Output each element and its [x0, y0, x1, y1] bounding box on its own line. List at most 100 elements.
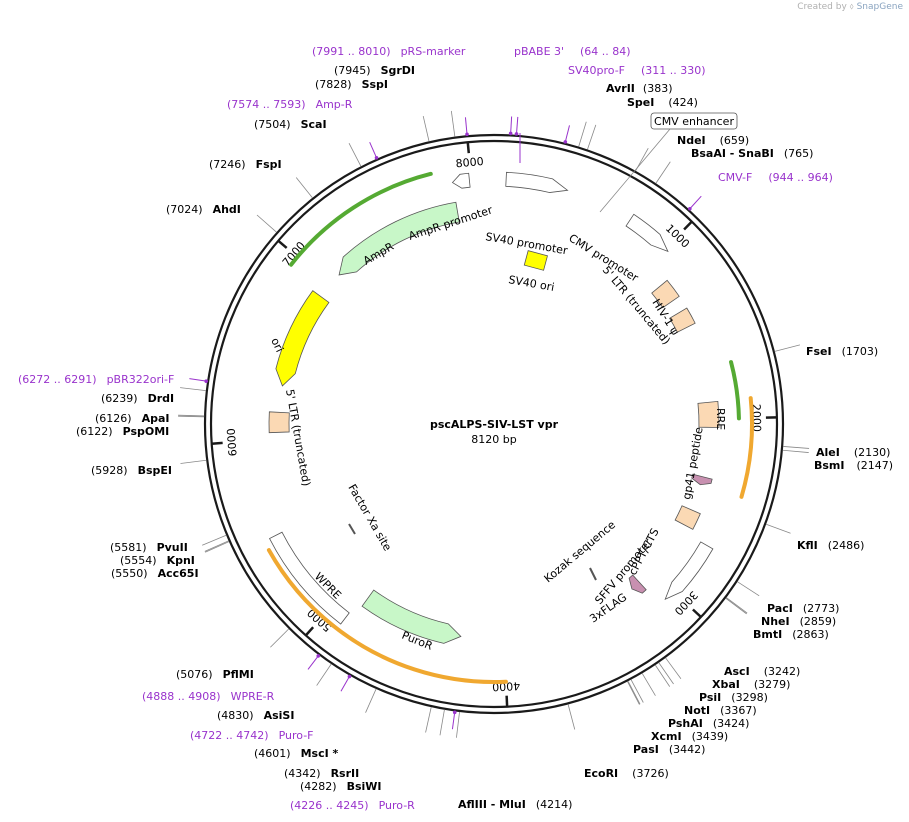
site-label-alei[interactable]: AleI(2130) [816, 446, 890, 459]
site-leader-msci [365, 688, 377, 713]
feature-puror-9[interactable] [361, 589, 462, 644]
primer-label-puro-f[interactable]: (4722 .. 4742)Puro-F [190, 729, 314, 742]
site-leader-pspomi [178, 415, 205, 418]
site-label-paci[interactable]: PacI(2773) [767, 602, 839, 615]
svg-text:FseI(1703): FseI(1703) [806, 345, 878, 358]
primer-label-pbr322ori-f[interactable]: (6272 .. 6291)pBR322ori-F [18, 373, 174, 386]
site-label-spei[interactable]: SpeI(424) [627, 96, 698, 109]
site-label-bsiwi[interactable]: (4282)BsiWI [300, 780, 382, 793]
svg-text:(5928)BspEI: (5928)BspEI [91, 464, 172, 477]
primer-label-puro-r[interactable]: (4226 .. 4245)Puro-R [290, 799, 415, 812]
site-label-pshai[interactable]: PshAI(3424) [668, 717, 749, 730]
primer-label-cmv-f[interactable]: CMV-F(944 .. 964) [718, 171, 833, 184]
svg-text:(7991 .. 8010)pRS-marker: (7991 .. 8010)pRS-marker [312, 45, 466, 58]
feature-label-sv40-promoter: SV40 promoter [484, 230, 569, 257]
feature-5-ltr-truncated-2[interactable] [651, 279, 680, 309]
site-label-bsaai-snabi[interactable]: BsaAI - SnaBI(765) [691, 147, 813, 160]
site-label-sgrdi[interactable]: (7945)SgrDI [334, 64, 415, 77]
site-label-bspei[interactable]: (5928)BspEI [91, 464, 172, 477]
site-label-drdi[interactable]: (6239)DrdI [101, 392, 174, 405]
primer-mark-prs-marker [465, 132, 469, 137]
site-leader-ecori [567, 704, 576, 730]
site-label-bmti[interactable]: BmtI(2863) [753, 628, 829, 641]
svg-text:PacI(2773): PacI(2773) [767, 602, 839, 615]
site-label-asisi[interactable]: (4830)AsiSI [217, 709, 294, 722]
site-leader-avrii [578, 121, 587, 147]
site-label-pspomi[interactable]: (6122)PspOMI [76, 425, 169, 438]
site-label-ecori[interactable]: EcoRI(3726) [584, 767, 669, 780]
site-label-avrii[interactable]: AvrII(383) [606, 82, 673, 95]
feature-5-ltr-truncated-11[interactable] [268, 411, 290, 434]
site-leader-kfli [765, 523, 791, 534]
primer-label-wpre-r[interactable]: (4888 .. 4908)WPRE-R [142, 690, 275, 703]
credit-brand: SnapGene [856, 2, 903, 12]
site-leader-sgrdi [450, 110, 456, 137]
svg-text:(6126)ApaI: (6126)ApaI [95, 412, 169, 425]
site-label-pvuii[interactable]: (5581)PvuII [110, 541, 188, 554]
site-leader-pflmi [270, 628, 290, 648]
callout-box [650, 112, 738, 130]
feature-label-ori: ori [268, 336, 286, 354]
site-leader-noti [641, 673, 656, 696]
site-label-fspi[interactable]: (7246)FspI [209, 158, 282, 171]
tick-3000 [692, 608, 702, 618]
site-label-scai[interactable]: (7504)ScaI [254, 118, 327, 131]
site-label-bsmi[interactable]: BsmI(2147) [814, 459, 893, 472]
svg-text:CMV-F(944 .. 964): CMV-F(944 .. 964) [718, 171, 833, 184]
feature-ampr-promoter-14[interactable] [451, 172, 471, 189]
site-label-kfli[interactable]: KflI(2486) [797, 539, 864, 552]
primer-mark-pbabe-3 [514, 132, 519, 136]
site-label-rsrii[interactable]: (4342)RsrII [284, 767, 359, 780]
primer-leader-cmv-f [688, 195, 702, 210]
site-label-ndei[interactable]: NdeI(659) [677, 134, 749, 147]
feature-rre-4[interactable] [697, 400, 720, 428]
site-label-xcmi[interactable]: XcmI(3439) [651, 730, 728, 743]
site-label-pasi[interactable]: PasI(3442) [633, 743, 705, 756]
site-label-xbai[interactable]: XbaI(3279) [712, 678, 790, 691]
site-label-apai[interactable]: (6126)ApaI [95, 412, 169, 425]
cmv-enhancer-callout[interactable]: CMV enhancer [599, 112, 738, 213]
site-label-asci[interactable]: AscI(3242) [724, 665, 800, 678]
primer-label-amp-r[interactable]: (7574 .. 7593)Amp-R [227, 98, 353, 111]
feature-sffv-promoter-7[interactable] [664, 541, 714, 601]
feature-ampr-13[interactable] [338, 201, 460, 276]
site-label-pflmi[interactable]: (5076)PflMI [176, 668, 254, 681]
site-label-msci[interactable]: (4601)MscI * [254, 747, 339, 760]
site-label-nhei[interactable]: NheI(2859) [761, 615, 836, 628]
plasmid-name: pscALPS-SIV-LST vpr [430, 418, 559, 431]
primer-label-pbabe[interactable]: pBABE 3' [514, 45, 564, 58]
site-leader-apai [178, 414, 205, 417]
site-label-psii[interactable]: PsiI(3298) [699, 691, 768, 704]
feature-cmv-promoter-1[interactable] [625, 213, 669, 253]
site-leader-kpni [204, 540, 229, 552]
feature-sv40-promoter-0[interactable] [505, 171, 569, 193]
svg-text:EcoRI(3726): EcoRI(3726) [584, 767, 669, 780]
feature-ori-12[interactable] [275, 290, 330, 387]
feature-cppt-cts-6[interactable] [674, 505, 701, 530]
primer-label-sv40pro-f[interactable]: SV40pro-F(311 .. 330) [568, 64, 706, 77]
feature-wpre-10[interactable] [269, 531, 350, 625]
feature-gp41-peptide-5[interactable] [691, 473, 713, 486]
primer-leader-wpre-r [307, 654, 320, 670]
callout-leader [599, 128, 671, 213]
feature-3xflag-8[interactable] [628, 574, 647, 594]
tick-label-7000: 7000 [280, 239, 308, 269]
site-label-sspi[interactable]: (7828)SspI [315, 78, 388, 91]
sv40-ori-shape[interactable] [523, 250, 548, 271]
site-label-noti[interactable]: NotI(3367) [684, 704, 757, 717]
svg-text:KflI(2486): KflI(2486) [797, 539, 864, 552]
site-label-ahdi[interactable]: (7024)AhdI [166, 203, 241, 216]
band-ampr [289, 171, 433, 267]
site-label-acc65i[interactable]: (5550)Acc65I [111, 567, 199, 580]
primer-label-prs-marker[interactable]: (7991 .. 8010)pRS-marker [312, 45, 466, 58]
svg-text:(4342)RsrII: (4342)RsrII [284, 767, 359, 780]
primer-label-pbabe-range[interactable]: (64 .. 84) [580, 45, 631, 58]
site-label-fsei[interactable]: FseI(1703) [806, 345, 878, 358]
site-leader-acc65i [205, 541, 230, 553]
site-label-afliii-mlui[interactable]: AflIII - MluI(4214) [458, 798, 572, 811]
svg-text:(7828)SspI: (7828)SspI [315, 78, 388, 91]
feature-label-rre: RRE [714, 408, 727, 430]
site-label-kpni[interactable]: (5554)KpnI [120, 554, 195, 567]
feature-hiv-1-3[interactable] [669, 307, 696, 333]
